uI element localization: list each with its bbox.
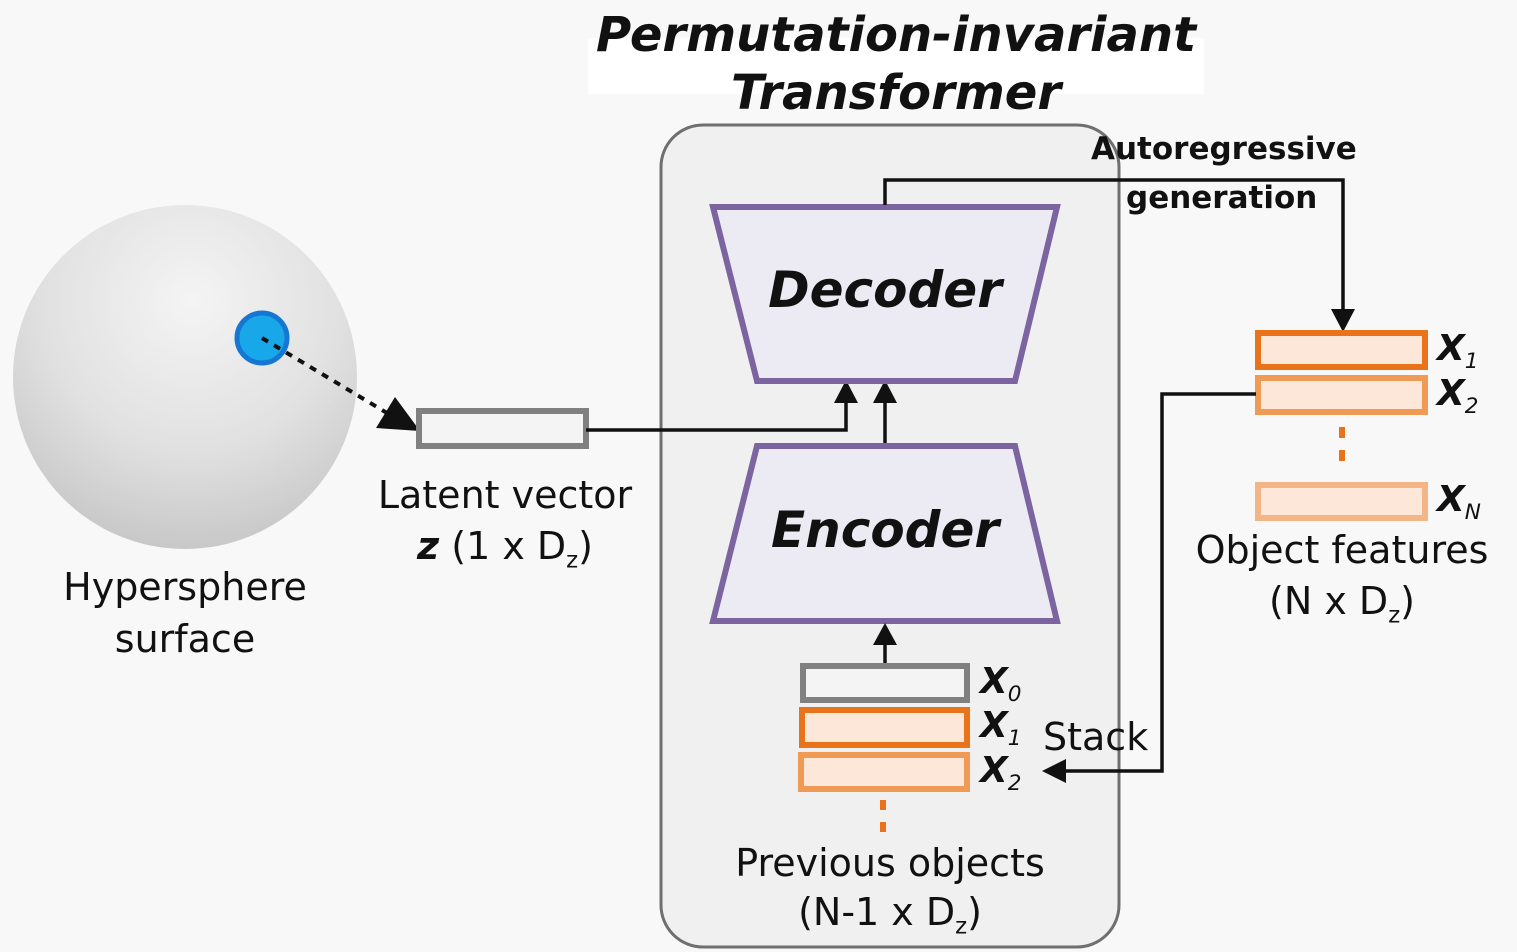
prev-x1-label: X1 [980,708,1022,750]
feat-xn-label: XN [1437,482,1481,524]
previous-objects-dims-open: (N-1 x D [798,890,956,934]
feat-x2-label: X2 [1437,376,1479,418]
prev-x0-box [800,663,970,703]
autoregressive-label-line1: Autoregressive [1091,131,1357,167]
previous-objects-label-line1: Previous objects [735,841,1045,885]
autoregressive-line [883,178,1345,314]
feat-x2-symbol: X [1437,373,1465,414]
previous-objects-label-line2: (N-1 x Dz) [700,893,1080,938]
prev-x0-symbol: X [980,661,1008,702]
latent-dims-sub: z [566,547,579,574]
feat-x2-sub: 2 [1464,394,1479,420]
hypersphere [13,205,357,549]
prev-x2-label: X2 [980,753,1022,795]
latent-vector-box [416,408,589,449]
object-features-dims-close: ) [1400,579,1415,623]
latent-to-decoder-arrowhead [834,380,858,403]
prev-x1-box [799,707,970,748]
autoregressive-label-line2: generation [1126,180,1318,216]
object-features-label-line2: (N x Dz) [1166,582,1517,627]
hypersphere-label-line1: Hypersphere [63,565,307,609]
latent-to-decoder-line [586,402,848,432]
previous-objects-dims-sub: z [955,913,968,940]
dashed-arrow-head [376,397,420,431]
feat-x1-box [1255,330,1428,370]
object-features-label-line1: Object features [1195,528,1489,572]
object-features-dims-open: (N x D [1269,579,1389,623]
decoder-label: Decoder [768,261,1002,319]
diagram-title: Permutation-invariant Transformer [595,7,1197,121]
stack-arrowhead [1042,759,1066,783]
autoregressive-arrowhead [1331,309,1355,332]
feat-xn-sub: N [1464,500,1481,526]
feat-x1-symbol: X [1437,328,1465,369]
prev-x0-label: X0 [980,664,1022,706]
object-features-dims-sub: z [1388,602,1401,629]
feat-x1-label: X1 [1437,331,1479,373]
title-background [588,38,1204,94]
prev-x1-symbol: X [980,705,1008,746]
stack-label: Stack [1043,715,1149,759]
dashed-arrow-line [260,336,394,418]
prev-x2-box [798,752,970,792]
feat-x1-sub: 1 [1464,349,1479,375]
previous-objects-dims-close: ) [967,890,982,934]
feat-x2-box [1255,375,1428,415]
prev-x2-sub: 2 [1007,771,1022,797]
encoder-label: Encoder [770,501,1000,559]
encoder-block [709,443,1061,624]
prev-x2-symbol: X [980,750,1008,791]
inputs-to-encoder-arrowhead [873,623,897,645]
feat-xn-box [1255,482,1428,521]
decoder-block [709,204,1061,384]
prev-x1-sub: 1 [1007,726,1022,752]
latent-label-line1: Latent vector [377,473,633,517]
latent-dims-close: ) [578,524,593,568]
latent-z-symbol: z [417,524,440,568]
encoder-to-decoder-arrowhead [873,380,897,403]
stack-line [1064,392,1256,773]
hypersphere-label-line2: surface [114,617,256,661]
latent-dims-open: (1 x D [451,524,567,568]
latent-label-line2: z (1 x Dz) [340,527,670,572]
prev-x0-sub: 0 [1007,682,1022,708]
feat-xn-symbol: X [1437,479,1465,520]
